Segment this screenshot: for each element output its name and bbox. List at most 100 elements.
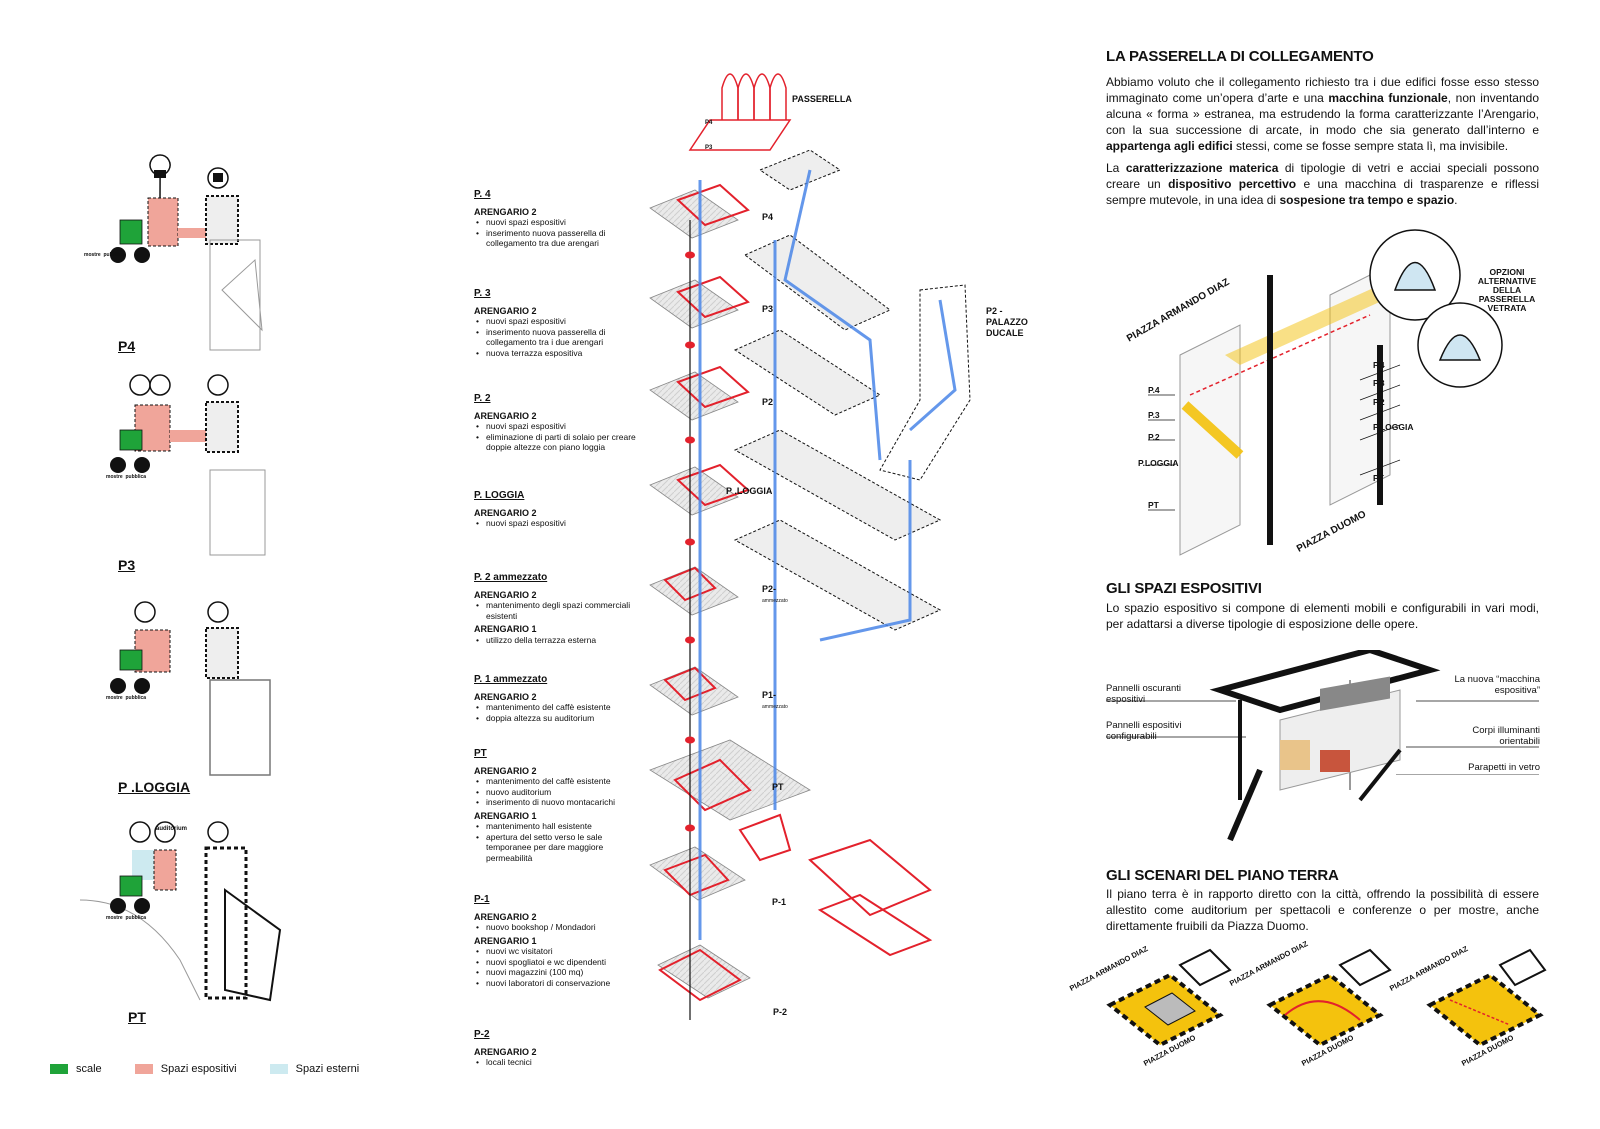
level-item: nuovi magazzini (100 mq): [476, 967, 644, 978]
level-title: P. 4: [474, 189, 491, 200]
level-item: nuovi spazi espositivi: [476, 518, 644, 529]
building-name: ARENGARIO 2: [474, 305, 537, 316]
level-item: mantenimento hall esistente: [476, 821, 644, 832]
level-item: mantenimento del caffè esistente: [476, 776, 644, 787]
section-passerella-title: LA PASSERELLA DI COLLEGAMENTO: [1106, 48, 1374, 65]
level-item: mantenimento degli spazi commerciali esi…: [476, 600, 644, 621]
mostre-label: mostre: [106, 695, 123, 701]
axo-label-passerella: PASSERELLA: [792, 94, 852, 104]
diagram-left-level-p3: P.3: [1148, 410, 1160, 420]
level-pm1: P-1 ARENGARIO 2 nuovo bookshop / Mondado…: [474, 894, 644, 991]
level-item: inserimento di nuovo montacarichi: [476, 797, 644, 808]
plan-label-pt: PT: [128, 1009, 146, 1025]
legend-swatch-outdoor: [269, 1064, 288, 1075]
exhibition-sign-icon: [207, 167, 229, 189]
text-span: La: [1106, 161, 1126, 175]
level-title: P-1: [474, 894, 490, 905]
section-passerella-paragraph-1: Abbiamo voluto che il collegamento richi…: [1106, 74, 1539, 154]
diagram-right-level-p4: P.4: [1373, 360, 1385, 370]
level-item: inserimento nuova passerella di collegam…: [476, 228, 644, 249]
pubblica-label: pubblica: [125, 474, 147, 480]
axo-label-p4: P4: [762, 212, 774, 222]
toilet-sign-icon: [149, 154, 171, 199]
diagram-left-level-pt: PT: [1148, 500, 1159, 510]
scenario-eventi: [1426, 948, 1547, 1048]
axo-label-ploggia: P .LOGGIA: [726, 486, 773, 496]
text-span: Abbiamo voluto che il collegamento richi…: [1106, 75, 1539, 105]
axo-label-p2: P2: [762, 397, 774, 407]
level-item: apertura del setto verso le sale tempora…: [476, 832, 644, 864]
palazzo-slabs: [733, 149, 971, 631]
section-passerella-paragraph-2: La caratterizzazione materica di tipolog…: [1106, 160, 1539, 208]
plan-p4: [110, 154, 263, 351]
axo-label-p2amm-text: P2-: [762, 584, 777, 594]
level-tick-lines: [1148, 364, 1401, 511]
diagram-left-level-p4: P.4: [1148, 385, 1160, 395]
ground-floor-scenarios: [1106, 948, 1547, 1048]
level-title: P. 1 ammezzato: [474, 674, 548, 685]
callout-macchina-espositiva: La nuova “macchina espositiva”: [1454, 674, 1540, 696]
text-span: , non inventando alcuna « forma » estran…: [1106, 91, 1539, 137]
building-name: ARENGARIO 2: [474, 911, 537, 922]
building-name: ARENGARIO 1: [474, 935, 537, 946]
plan-ploggia: [110, 601, 271, 776]
plan-pt-auditorium-label: auditorium: [156, 826, 187, 832]
floor-plans-figure: [79, 154, 282, 1002]
building-name: ARENGARIO 2: [474, 507, 537, 518]
level-item: locali tecnici: [476, 1057, 644, 1068]
building-name: ARENGARIO 2: [474, 206, 537, 217]
legend-swatch-stairs: [50, 1064, 68, 1075]
section-scenari-title: GLI SCENARI DEL PIANO TERRA: [1106, 867, 1339, 884]
plan-p3-caption: mostre pubblica: [106, 474, 146, 480]
callout-parapetti: Parapetti in vetro: [1468, 762, 1540, 773]
level-item: utilizzo della terrazza esterna: [476, 635, 644, 646]
text-span-bold: macchina funzionale: [1328, 91, 1448, 105]
level-item: nuovi spazi espositivi: [476, 421, 644, 432]
mostre-label: mostre: [84, 252, 101, 258]
callout-corpi-illuminanti: Corpi illuminanti orientabili: [1472, 725, 1540, 747]
callout-pannelli-oscuranti: Pannelli oscuranti espositivi: [1106, 683, 1181, 705]
legend-label: scale: [76, 1063, 102, 1075]
plan-pt-caption: mostre pubblica: [106, 915, 146, 921]
level-p1-ammezzato: P. 1 ammezzato ARENGARIO 2 mantenimento …: [474, 674, 644, 726]
callout-pannelli-configurabili: Pannelli espositivi configurabili: [1106, 720, 1182, 742]
level-item: nuovi spazi espositivi: [476, 217, 644, 228]
core-dots: [685, 251, 695, 832]
axo-label-p1amm: P1-ammezzato: [762, 690, 788, 710]
level-title: P. 2: [474, 393, 491, 404]
diagram-right-level-p2: P.2: [1373, 397, 1385, 407]
level-item: nuovi wc visitatori: [476, 946, 644, 957]
level-pt: PT ARENGARIO 2 mantenimento del caffè es…: [474, 748, 644, 866]
text-span: stessi, come se fosse sempre stata lì, m…: [1232, 139, 1509, 153]
axo-label-small-p4: P4: [705, 120, 713, 126]
level-item: nuovo bookshop / Mondadori: [476, 922, 644, 933]
plan-ploggia-caption: mostre pubblica: [106, 695, 146, 701]
text-span: .: [1454, 193, 1458, 207]
axo-label-pm2: P-2: [773, 1007, 788, 1017]
level-p4: P. 4 ARENGARIO 2 nuovi spazi espositivii…: [474, 189, 644, 252]
plans-legend: scale Spazi espositivi Spazi esterni: [50, 1063, 359, 1075]
level-item: eliminazione di parti di solaio per crea…: [476, 432, 644, 453]
pubblica-label: pubblica: [125, 915, 147, 921]
building-name: ARENGARIO 2: [474, 765, 537, 776]
axo-label-palazzo: P2 -PALAZZO DUCALE: [986, 306, 1028, 338]
plan-p4-caption: mostre pubblica: [84, 252, 124, 258]
exhibition-space-diagram: [1209, 650, 1441, 842]
building-name: ARENGARIO 1: [474, 810, 537, 821]
axo-label-pm1: P-1: [772, 897, 787, 907]
plan-pt: [79, 821, 282, 1002]
pubblica-label: pubblica: [125, 695, 147, 701]
level-title: PT: [474, 748, 487, 759]
level-item: nuova terrazza espositiva: [476, 348, 644, 359]
text-span: di tipologie di vetri e acciai speciali …: [1106, 161, 1539, 191]
level-item: doppia altezza su auditorium: [476, 713, 644, 724]
plan-label-ploggia: P .LOGGIA: [118, 779, 191, 795]
text-span-bold: appartenga agli edifici: [1106, 139, 1233, 153]
level-title: P. LOGGIA: [474, 490, 525, 501]
section-scenari-paragraph: Il piano terra è in rapporto diretto con…: [1106, 887, 1539, 933]
legend-label: Spazi espositivi: [160, 1063, 237, 1075]
text-span: e una macchina di trasparenze e riflessi…: [1106, 177, 1539, 207]
plan-label-p4: P4: [118, 338, 136, 354]
level-title: P. 2 ammezzato: [474, 572, 548, 583]
text-span-bold: dispositivo percettivo: [1168, 177, 1297, 191]
